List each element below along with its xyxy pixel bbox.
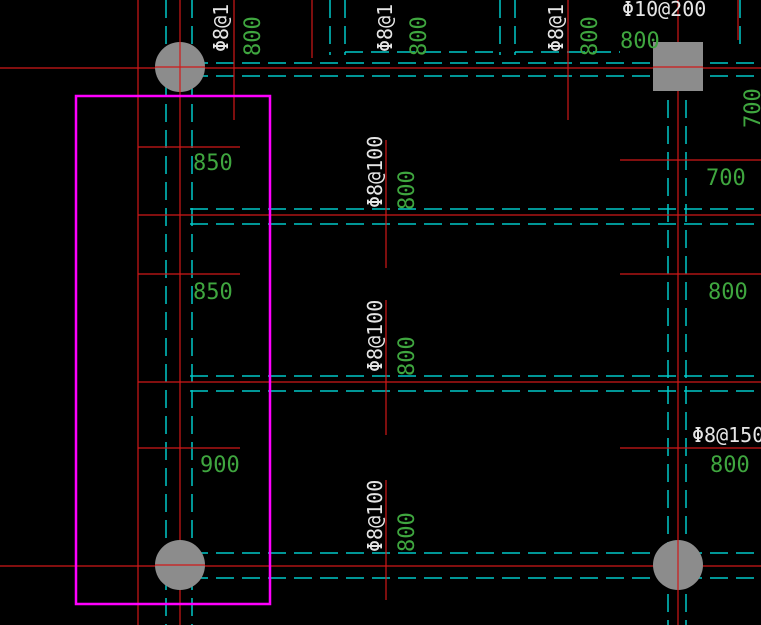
top-dim-label-2: 800 [407, 16, 432, 56]
columns [155, 42, 703, 590]
selection-box[interactable] [74, 94, 272, 606]
top-rebar-label-3: Φ8@1 [544, 4, 568, 52]
mid-dim-label-2: 800 [395, 336, 420, 376]
right-dim-label-3: 800 [710, 453, 750, 478]
top-rebar-label-2: Φ8@1 [373, 4, 397, 52]
beam-outlines [165, 0, 761, 625]
right-dim-label-1: 700 [706, 166, 746, 191]
right-rebar-label-3: Φ8@150 [692, 423, 761, 447]
mid-dim-label-1: 800 [395, 170, 420, 210]
left-dim-label-3: 900 [200, 453, 240, 478]
right-edge-dim-label: 700 [741, 88, 761, 128]
left-dim-label-1: 850 [193, 151, 233, 176]
left-dim-label-2: 850 [193, 280, 233, 305]
mid-rebar-label-2: Φ8@100 [363, 300, 387, 372]
top-right-rebar-label: Φ10@200 [622, 0, 706, 21]
top-dim-label-3: 800 [578, 16, 603, 56]
right-dim-label-2: 800 [708, 280, 748, 305]
top-right-dim-label: 800 [620, 29, 660, 54]
mid-rebar-label-3: Φ8@100 [363, 480, 387, 552]
mid-dim-label-3: 800 [395, 512, 420, 552]
mid-rebar-label-1: Φ8@100 [363, 136, 387, 208]
top-rebar-label-1: Φ8@1 [209, 4, 233, 52]
top-dim-label-1: 800 [241, 16, 266, 56]
